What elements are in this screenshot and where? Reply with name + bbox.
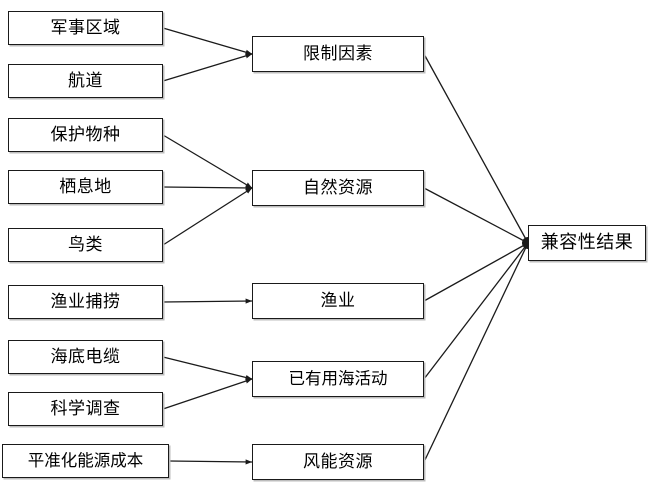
- input-node-in5[interactable]: 鸟类: [8, 228, 163, 262]
- node-label: 限制因素: [303, 43, 373, 64]
- input-node-in4[interactable]: 栖息地: [8, 170, 163, 204]
- group-node-g2[interactable]: 自然资源: [252, 170, 424, 206]
- node-label: 海底电缆: [50, 346, 121, 367]
- edge-g3-to-r1: [423, 242, 529, 302]
- edge-in3-to-g2: [162, 134, 253, 189]
- input-node-in1[interactable]: 军事区域: [8, 11, 163, 45]
- input-node-in6[interactable]: 渔业捕捞: [8, 285, 163, 319]
- node-label: 自然资源: [303, 177, 373, 198]
- node-label: 栖息地: [59, 176, 112, 197]
- input-node-in9[interactable]: 平准化能源成本: [2, 444, 169, 478]
- edge-g2-to-r1: [423, 187, 529, 244]
- group-node-g4[interactable]: 已有用海活动: [252, 361, 424, 397]
- edge-g1-to-r1: [423, 53, 529, 244]
- edge-in6-to-g3: [162, 298, 253, 304]
- node-label: 保护物种: [50, 124, 121, 145]
- edge-in9-to-g5: [168, 459, 253, 465]
- node-label: 兼容性结果: [540, 232, 634, 253]
- node-label: 风能资源: [303, 451, 373, 472]
- input-node-in8[interactable]: 科学调查: [8, 392, 163, 426]
- group-node-g5[interactable]: 风能资源: [252, 444, 424, 480]
- node-label: 渔业捕捞: [50, 291, 121, 312]
- edge-in1-to-g1: [162, 27, 253, 55]
- edge-in4-to-g2: [162, 185, 253, 191]
- result-node[interactable]: 兼容性结果: [528, 225, 646, 261]
- edge-g5-to-r1: [423, 242, 529, 463]
- group-node-g1[interactable]: 限制因素: [252, 36, 424, 72]
- node-label: 航道: [68, 70, 103, 91]
- edge-in5-to-g2: [162, 187, 253, 246]
- edge-in7-to-g4: [162, 356, 253, 380]
- node-label: 军事区域: [50, 17, 121, 38]
- edge-g4-to-r1: [423, 242, 529, 380]
- input-node-in7[interactable]: 海底电缆: [8, 340, 163, 374]
- input-node-in3[interactable]: 保护物种: [8, 118, 163, 152]
- node-label: 渔业: [320, 290, 356, 311]
- node-label: 平准化能源成本: [27, 450, 144, 470]
- input-node-in2[interactable]: 航道: [8, 64, 163, 98]
- node-label: 已有用海活动: [288, 368, 388, 388]
- edge-in2-to-g1: [162, 53, 253, 82]
- node-label: 科学调查: [50, 398, 121, 419]
- node-label: 鸟类: [68, 234, 103, 255]
- edge-in8-to-g4: [162, 378, 253, 410]
- group-node-g3[interactable]: 渔业: [252, 283, 424, 319]
